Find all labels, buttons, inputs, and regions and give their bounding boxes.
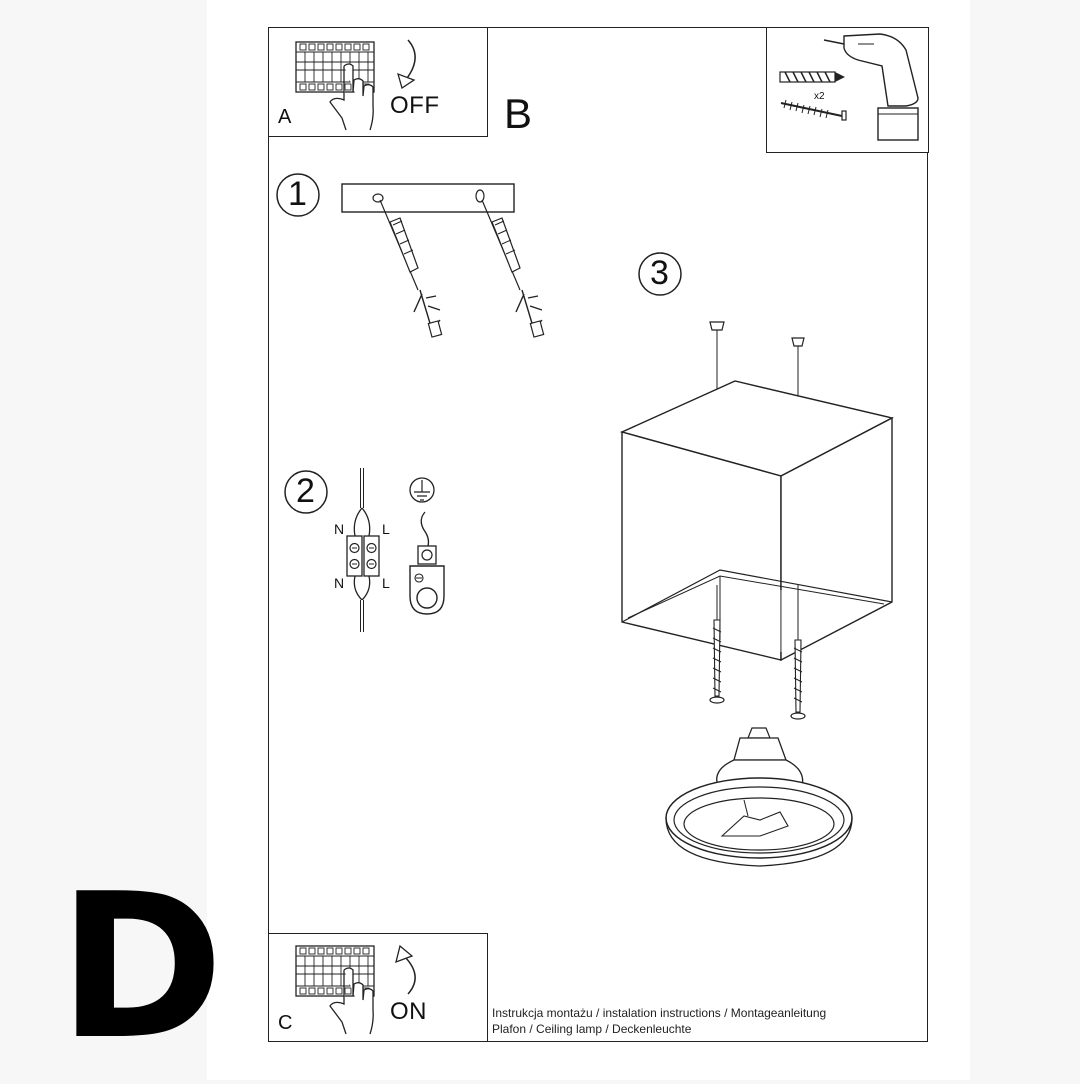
rotate-arrow-icon [395, 944, 416, 995]
screw-icon [780, 99, 847, 121]
on-label: ON [390, 998, 427, 1025]
step-3-circle [638, 252, 682, 296]
step-b-letter: B [504, 90, 533, 137]
screw-icon [790, 585, 806, 720]
ceiling-lamp-body [619, 321, 894, 662]
wire-live-bottom-label: L [382, 575, 390, 591]
screw-icon [481, 199, 545, 338]
wire-neutral-top-label: N [334, 521, 345, 537]
screw-icon [379, 199, 443, 338]
ground-symbol-icon [409, 477, 445, 615]
terminal-block-icon [346, 468, 380, 632]
drill-icon [823, 33, 919, 141]
mounting-plate-icon [341, 183, 515, 213]
instruction-frame [268, 27, 928, 1042]
step-c-letter: C [278, 1012, 293, 1034]
step-1-number: 1 [288, 175, 307, 213]
page-letter: D [58, 851, 225, 1084]
footer-instructions-line: Instrukcja montażu / instalation instruc… [492, 1006, 827, 1020]
screw-icon [709, 585, 725, 704]
footer-product-line: Plafon / Ceiling lamp / Deckenleuchte [492, 1022, 692, 1036]
step-3-number: 3 [650, 254, 669, 292]
off-label: OFF [390, 92, 440, 119]
wall-plug-icon [779, 71, 845, 83]
step-2-number: 2 [296, 472, 315, 510]
rotate-arrow-icon [397, 39, 416, 90]
screw-count-label: x2 [814, 91, 825, 102]
lamp-bulb-icon [665, 727, 853, 867]
step-1-circle [276, 173, 320, 217]
step-a-letter: A [278, 106, 292, 128]
wire-neutral-bottom-label: N [334, 575, 345, 591]
wire-live-top-label: L [382, 521, 390, 537]
step-2-circle [284, 470, 328, 514]
